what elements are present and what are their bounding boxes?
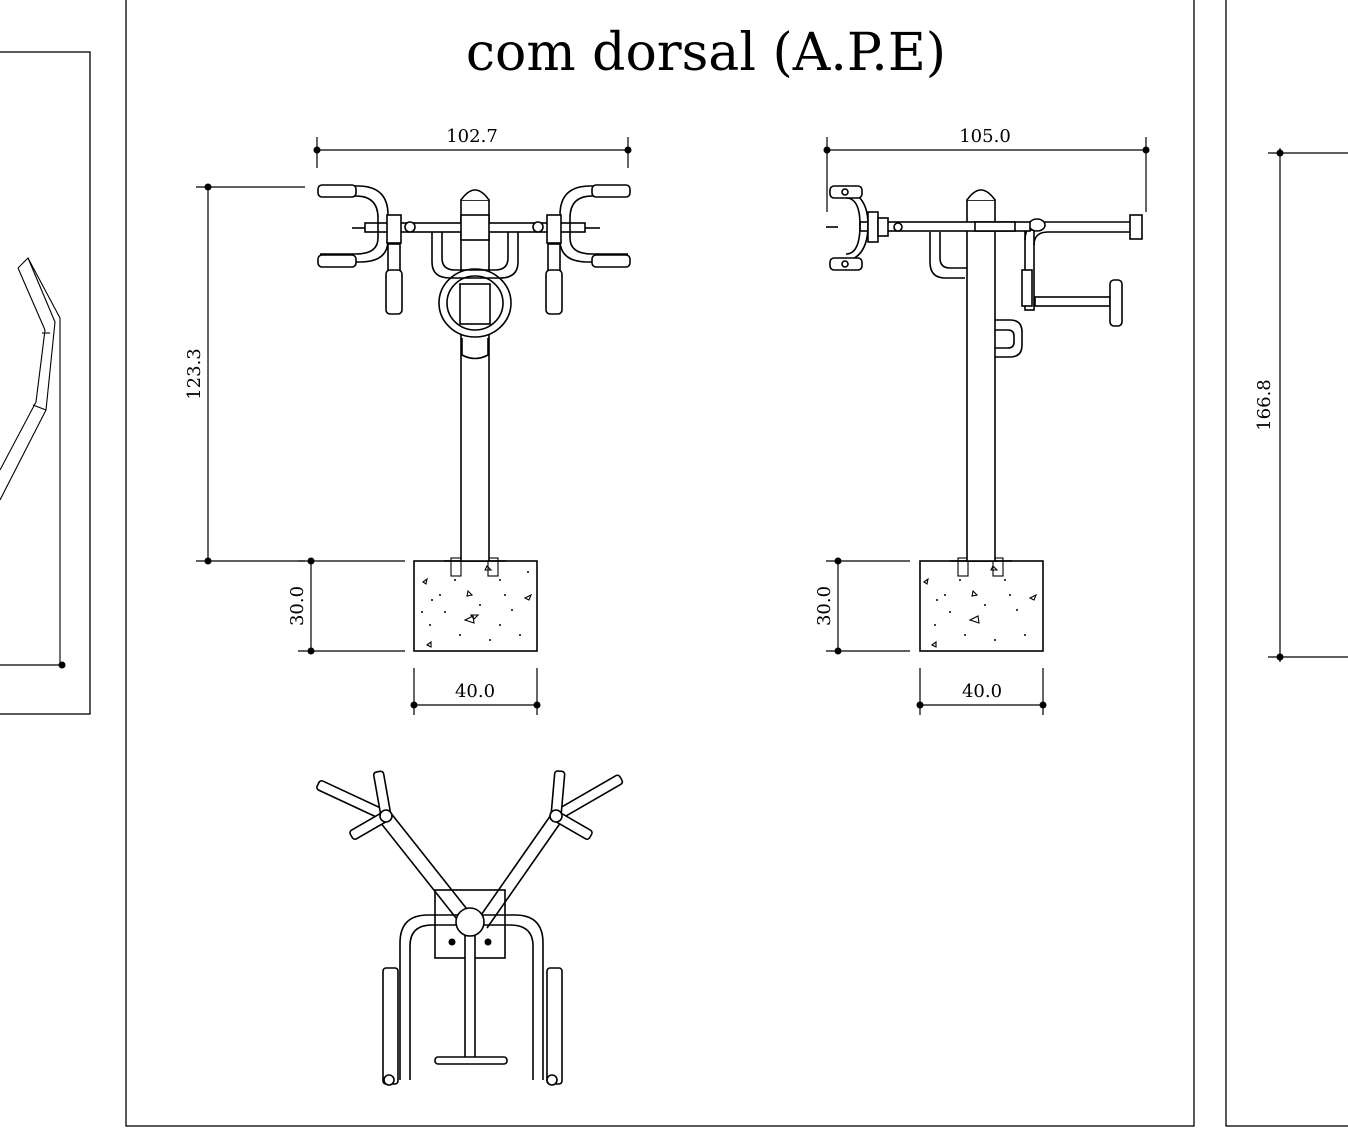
drawing-title: com dorsal (A.P.E)	[466, 23, 946, 83]
dim-front-base-height: 30.0	[287, 586, 308, 626]
dim-front-height: 123.3	[184, 348, 205, 400]
right-panel-dimension: 166.8	[1254, 148, 1348, 662]
side-view: 105.0 30.0 40.0	[814, 126, 1150, 715]
dim-right-panel-height: 166.8	[1254, 379, 1275, 431]
top-view	[316, 770, 624, 1086]
dim-front-width: 102.7	[446, 126, 498, 147]
dim-side-width: 105.0	[959, 126, 1011, 147]
front-view: 102.7 123.3 30.0 40.0	[184, 126, 632, 715]
dim-side-base-height: 30.0	[814, 586, 835, 626]
left-panel-frame	[0, 51, 91, 715]
right-panel-frame	[1225, 0, 1348, 1127]
dim-front-base-width: 40.0	[455, 681, 495, 702]
left-panel-partial-equipment	[0, 257, 66, 669]
center-panel-frame	[125, 0, 1195, 1127]
dim-side-base-width: 40.0	[962, 681, 1002, 702]
